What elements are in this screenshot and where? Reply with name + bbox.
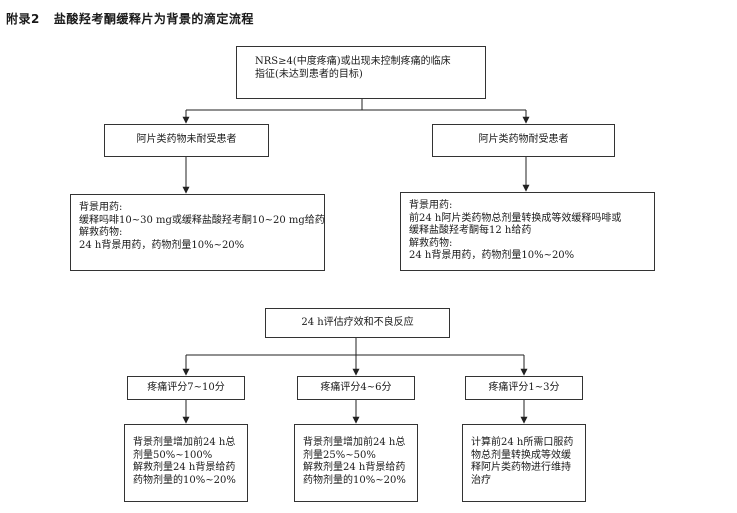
action-1-3-node: 计算前24 h所需口服药 物总剂量转换成等效缓 释阿片类药物进行维持 治疗 <box>462 424 586 502</box>
pain-4-6-node: 疼痛评分4~6分 <box>297 376 415 400</box>
non-tolerant-plan-line-1: 背景用药: <box>79 202 123 213</box>
tolerant-plan-line-2: 前24 h阿片类药物总剂量转换成等效缓释吗啡或 <box>409 212 622 224</box>
tolerant-plan-line-1: 背景用药: <box>409 200 453 211</box>
start-line-1: NRS≥4(中度疼痛)或出现未控制疼痛的临床 <box>255 56 451 67</box>
non-tolerant-label: 阿片类药物未耐受患者 <box>136 134 237 146</box>
action-7-10-line-1: 背景剂量增加前24 h总 <box>133 437 236 448</box>
start-node: NRS≥4(中度疼痛)或出现未控制疼痛的临床 指征(未达到患者的目标) <box>236 46 486 99</box>
action-1-3-line-1: 计算前24 h所需口服药 <box>471 437 574 448</box>
action-7-10-line-4: 药物剂量的10%~20% <box>133 474 236 486</box>
action-4-6-line-1: 背景剂量增加前24 h总 <box>303 437 406 448</box>
evaluate-label: 24 h评估疗效和不良反应 <box>301 316 414 328</box>
tolerant-plan-node: 背景用药: 前24 h阿片类药物总剂量转换成等效缓释吗啡或 缓释盐酸羟考酮每12… <box>400 192 655 271</box>
action-7-10-line-2: 剂量50%~100% <box>133 449 213 461</box>
action-1-3-line-2: 物总剂量转换成等效缓 <box>471 449 571 461</box>
pain-1-3-node: 疼痛评分1~3分 <box>465 376 583 400</box>
action-4-6-line-4: 药物剂量的10%~20% <box>303 474 406 486</box>
pain-7-10-node: 疼痛评分7~10分 <box>127 376 245 400</box>
non-tolerant-plan-line-4: 24 h背景用药，药物剂量10%~20% <box>79 239 245 251</box>
action-1-3-line-4: 治疗 <box>471 474 491 486</box>
pain-1-3-label: 疼痛评分1~3分 <box>488 381 560 393</box>
evaluate-node: 24 h评估疗效和不良反应 <box>265 308 450 338</box>
pain-4-6-label: 疼痛评分4~6分 <box>320 381 392 393</box>
title-text: 盐酸羟考酮缓释片为背景的滴定流程 <box>53 12 254 26</box>
non-tolerant-plan-line-2: 缓释吗啡10~30 mg或缓释盐酸羟考酮10~20 mg给药 <box>79 214 325 226</box>
action-7-10-line-3: 解救剂量24 h背景给药 <box>133 462 236 473</box>
tolerant-node: 阿片类药物耐受患者 <box>432 124 615 157</box>
non-tolerant-plan-line-3: 解救药物: <box>79 227 123 238</box>
tolerant-plan-line-5: 24 h背景用药，药物剂量10%~20% <box>409 250 575 261</box>
pain-7-10-label: 疼痛评分7~10分 <box>147 381 225 393</box>
action-7-10-node: 背景剂量增加前24 h总 剂量50%~100% 解救剂量24 h背景给药 药物剂… <box>124 424 248 502</box>
non-tolerant-plan-node: 背景用药: 缓释吗啡10~30 mg或缓释盐酸羟考酮10~20 mg给药 解救药… <box>70 194 325 271</box>
tolerant-label: 阿片类药物耐受患者 <box>478 134 569 146</box>
action-4-6-line-3: 解救剂量24 h背景给药 <box>303 462 406 473</box>
action-4-6-line-2: 剂量25%~50% <box>303 449 376 461</box>
start-line-2: 指征(未达到患者的目标) <box>255 68 363 80</box>
tolerant-plan-line-3: 缓释盐酸羟考酮每12 h给药 <box>409 225 532 236</box>
non-tolerant-node: 阿片类药物未耐受患者 <box>104 124 269 157</box>
tolerant-plan-line-4: 解救药物: <box>409 237 453 249</box>
action-4-6-node: 背景剂量增加前24 h总 剂量25%~50% 解救剂量24 h背景给药 药物剂量… <box>294 424 418 502</box>
action-1-3-line-3: 释阿片类药物进行维持 <box>471 462 571 473</box>
figure-title: 附录2 盐酸羟考酮缓释片为背景的滴定流程 <box>6 10 254 27</box>
appendix-label: 附录2 <box>6 12 40 26</box>
